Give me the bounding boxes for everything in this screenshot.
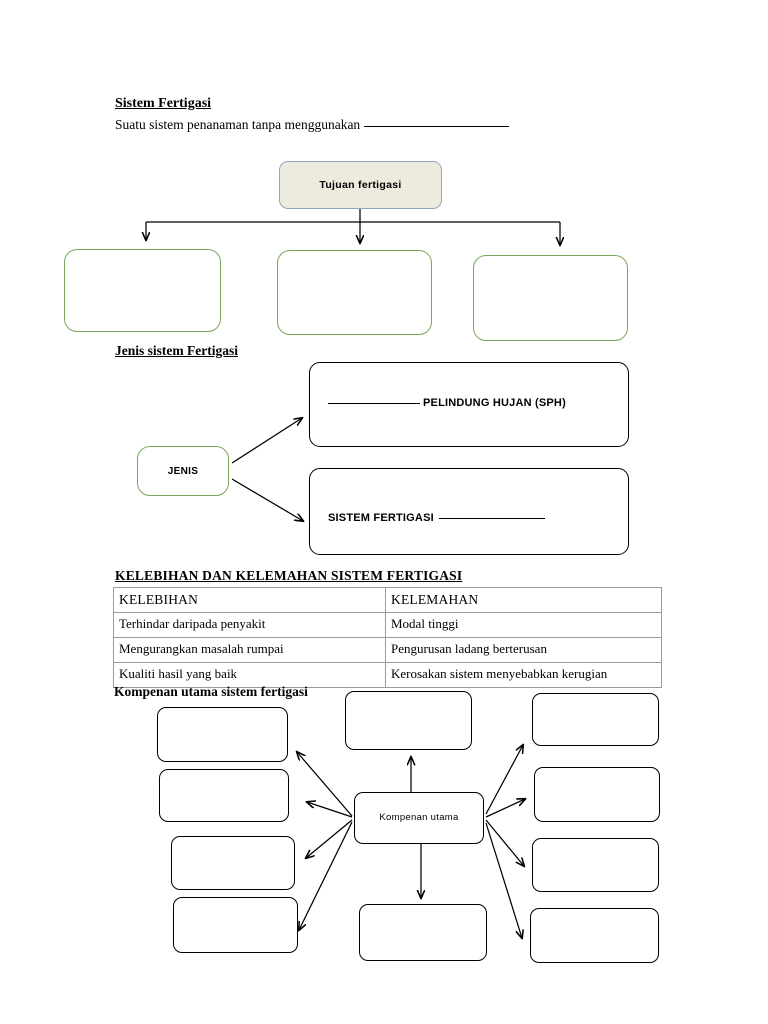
arrow-kompenan-right-1	[485, 745, 523, 815]
kompenan-right-box-1[interactable]	[532, 693, 659, 746]
table-cell-kelebihan-1: Terhindar daripada penyakit	[113, 612, 386, 638]
table-cell-kelemahan-3: Kerosakan sistem menyebabkan kerugian	[385, 662, 662, 688]
jenis-branch-2-blank[interactable]	[438, 518, 545, 519]
jenis-source-box[interactable]: JENIS	[137, 446, 229, 496]
table-cell-kelemahan-2: Pengurusan ladang berterusan	[385, 637, 662, 663]
table-row: Mengurangkan masalah rumpai Pengurusan l…	[113, 637, 662, 663]
tujuan-answer-box-3[interactable]	[473, 255, 628, 341]
kompenan-bottom-box[interactable]	[359, 904, 487, 961]
tujuan-answer-box-2[interactable]	[277, 250, 432, 335]
arrow-kompenan-right-2	[485, 799, 525, 818]
kompenan-center-box[interactable]: Kompenan utama	[354, 792, 484, 844]
arrow-kompenan-left-3	[306, 819, 353, 858]
intro-text: Suatu sistem penanaman tanpa menggunakan	[115, 117, 361, 132]
tujuan-answer-box-1[interactable]	[64, 249, 221, 332]
table-cell-kelebihan-3: Kualiti hasil yang baik	[113, 662, 386, 688]
jenis-branch-2-line: SISTEM FERTIGASI	[328, 512, 545, 524]
tujuan-fertigasi-label: Tujuan fertigasi	[319, 179, 402, 191]
table-cell-kelebihan-2: Mengurangkan masalah rumpai	[113, 637, 386, 663]
table-row: Terhindar daripada penyakit Modal tinggi	[113, 612, 662, 638]
arrow-kompenan-right-3	[485, 819, 524, 866]
kompenan-right-box-4[interactable]	[530, 908, 659, 963]
arrow-kompenan-right-4	[485, 822, 522, 938]
jenis-branch-box-2[interactable]: SISTEM FERTIGASI	[309, 468, 629, 555]
page-title: Sistem Fertigasi	[115, 96, 212, 111]
kompenan-left-box-3[interactable]	[171, 836, 295, 890]
jenis-branch-box-1[interactable]: PELINDUNG HUJAN (SPH)	[309, 362, 629, 447]
kelebihan-kelemahan-table: KELEBIHAN KELEMAHAN Terhindar daripada p…	[113, 587, 662, 688]
jenis-branch-1-label: PELINDUNG HUJAN (SPH)	[423, 397, 566, 409]
table-heading: KELEBIHAN DAN KELEMAHAN SISTEM FERTIGASI	[115, 568, 463, 583]
intro-line: Suatu sistem penanaman tanpa menggunakan	[115, 117, 509, 133]
intro-blank[interactable]	[363, 126, 509, 127]
arrow-kompenan-left-1	[297, 752, 353, 817]
jenis-branch-1-blank[interactable]	[328, 403, 420, 404]
kompenan-right-box-3[interactable]	[532, 838, 659, 892]
kompenan-center-label: Kompenan utama	[379, 812, 459, 823]
jenis-source-label: JENIS	[167, 466, 199, 477]
table-header-kelebihan: KELEBIHAN	[113, 587, 386, 613]
jenis-branch-1-line: PELINDUNG HUJAN (SPH)	[328, 397, 566, 409]
table-header-row: KELEBIHAN KELEMAHAN	[113, 587, 662, 613]
kompenan-heading: Kompenan utama sistem fertigasi	[114, 684, 308, 699]
tujuan-fertigasi-box[interactable]: Tujuan fertigasi	[279, 161, 442, 209]
arrow-kompenan-left-4	[299, 821, 353, 930]
kompenan-right-box-2[interactable]	[534, 767, 660, 822]
arrow-kompenan-left-2	[307, 802, 353, 818]
kompenan-left-box-2[interactable]	[159, 769, 289, 822]
kompenan-top-box[interactable]	[345, 691, 472, 750]
jenis-heading: Jenis sistem Fertigasi	[115, 343, 238, 358]
kompenan-left-box-4[interactable]	[173, 897, 298, 953]
table-cell-kelemahan-1: Modal tinggi	[385, 612, 662, 638]
arrow-jenis-1	[231, 418, 302, 464]
kompenan-left-box-1[interactable]	[157, 707, 288, 762]
jenis-branch-2-label: SISTEM FERTIGASI	[328, 512, 434, 524]
table-header-kelemahan: KELEMAHAN	[385, 587, 662, 613]
arrow-jenis-2	[231, 478, 303, 521]
table-row: Kualiti hasil yang baik Kerosakan sistem…	[113, 662, 662, 688]
